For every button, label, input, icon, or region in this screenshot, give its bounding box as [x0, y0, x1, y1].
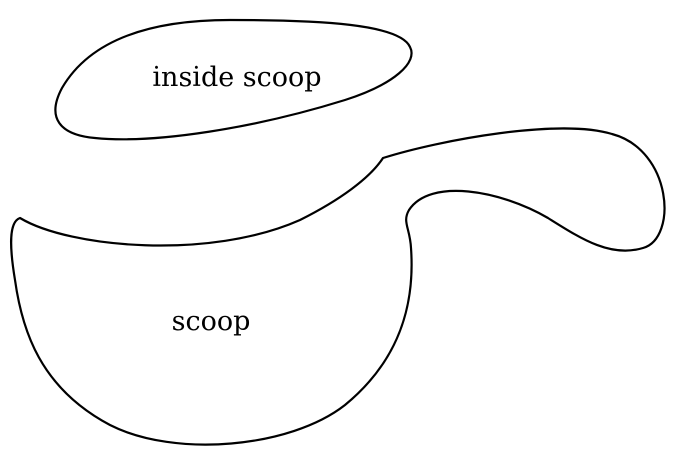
scoop-shape: scoop: [11, 128, 664, 444]
scoop-label: scoop: [172, 306, 251, 337]
inside-scoop-label: inside scoop: [152, 62, 321, 93]
scoop-outline: [11, 128, 664, 444]
inside-scoop-shape: inside scoop: [55, 20, 411, 139]
